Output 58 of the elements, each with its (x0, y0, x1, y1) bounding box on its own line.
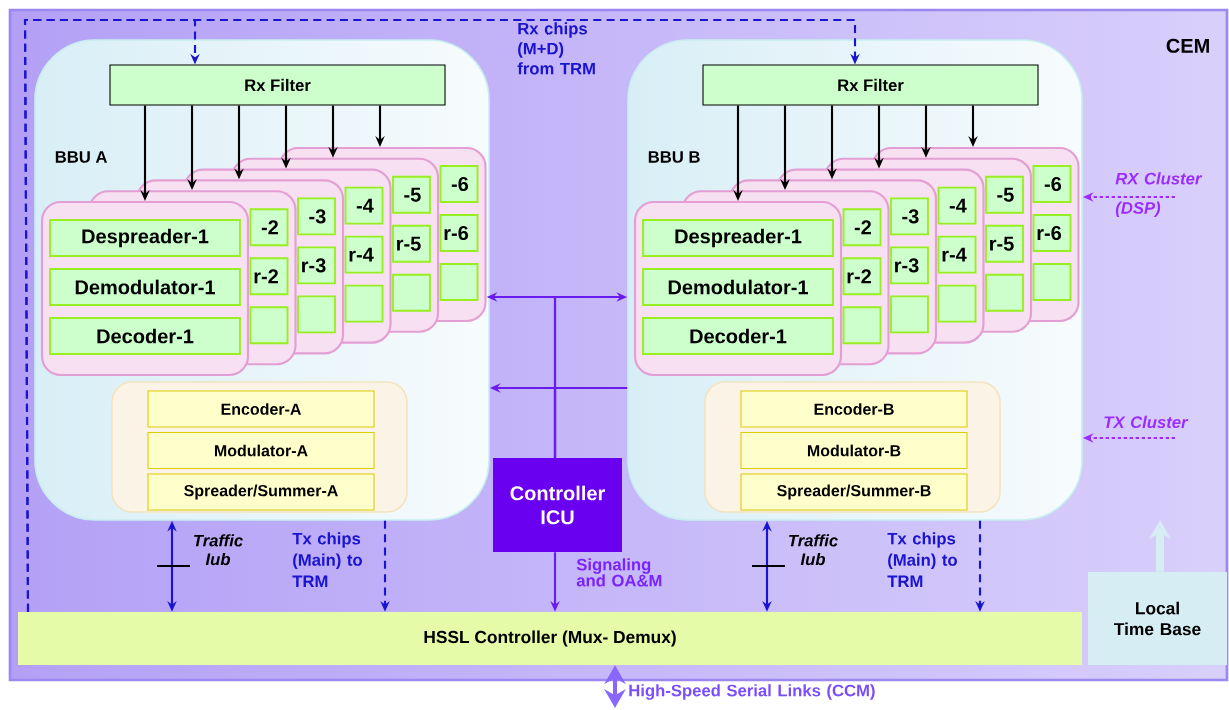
block-box (842, 306, 882, 345)
block-box: r-3 (890, 246, 929, 285)
block-box: Demodulator-1 (49, 268, 241, 306)
block-box: Spreader/Summer-A (147, 473, 375, 511)
edge-label: High-Speed Serial Links (CCM) (629, 684, 875, 700)
edge-label: Traffic Iub (789, 534, 838, 566)
block-box (439, 263, 479, 301)
block-box: r-5 (985, 224, 1024, 263)
connector-line (553, 386, 628, 458)
block-box (1032, 263, 1072, 301)
block-box (392, 273, 431, 312)
block-box: r-6 (1032, 214, 1072, 252)
block-box (985, 273, 1024, 312)
edge-label: Traffic Iub (194, 534, 243, 566)
block-box: -6 (1032, 165, 1072, 203)
block-box: r-3 (297, 246, 336, 285)
filter-box: Rx Filter (702, 64, 1039, 106)
block-box: -4 (937, 186, 977, 225)
block-box: r-2 (842, 257, 882, 296)
block-box: -4 (344, 186, 384, 225)
block-box (297, 295, 336, 334)
block-box: Encoder-A (147, 390, 375, 428)
block-box (890, 295, 929, 334)
edge-label: Tx chips (Main) to TRM (887, 532, 957, 587)
block-box: r-6 (439, 214, 479, 252)
block-box: Demodulator-1 (642, 268, 834, 306)
block-box (937, 284, 977, 323)
block-box (249, 306, 289, 345)
block-box: Modulator-A (147, 431, 375, 470)
dashed-arrow (23, 18, 860, 612)
block-box: -2 (249, 208, 289, 247)
block-box: Modulator-B (740, 431, 968, 470)
block-box: r-5 (392, 224, 431, 263)
edge-label: RX Cluster (DSP) (1115, 172, 1203, 218)
block-box: -5 (985, 175, 1024, 214)
block-box: r-4 (937, 235, 977, 274)
block-box: r-4 (344, 235, 384, 274)
controller-box: Controller ICU (493, 458, 622, 552)
edge-label: Tx chips (Main) to TRM (292, 532, 362, 587)
filter-box: Rx Filter (109, 64, 446, 106)
block-box: Despreader-1 (49, 219, 241, 257)
block-box: Encoder-B (740, 390, 968, 428)
block-box: -3 (890, 197, 929, 236)
block-box: -5 (392, 175, 431, 214)
edge-label: Signaling and OA&M (576, 558, 662, 587)
block-box (344, 284, 384, 323)
time-base-box: Local Time Base (1088, 572, 1227, 665)
controller-bar: HSSL Controller (Mux- Demux) (18, 612, 1082, 665)
block-box: Decoder-1 (642, 317, 834, 355)
block-box: r-2 (249, 257, 289, 296)
block-box: -6 (439, 165, 479, 203)
block-box: Decoder-1 (49, 317, 241, 355)
edge-label: TX Cluster (1104, 415, 1189, 429)
block-box: Despreader-1 (642, 219, 834, 257)
block-box: Spreader/Summer-B (740, 473, 968, 511)
block-box: -3 (297, 197, 336, 236)
block-box: -2 (842, 208, 882, 247)
edge-label: Rx chips (M+D) from TRM (517, 22, 595, 75)
